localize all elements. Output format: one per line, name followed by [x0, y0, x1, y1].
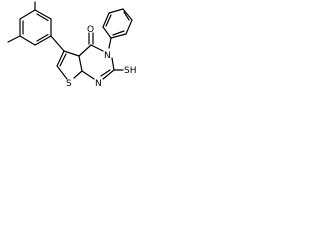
bond [111, 57, 115, 71]
bond [78, 44, 92, 57]
structure-canvas: O N N S SH [7, 1, 136, 89]
bond [108, 8, 124, 14]
nitrogen-label-3: N [104, 51, 111, 61]
bond [36, 33, 49, 42]
molecule-diagram: O N N S SH [0, 0, 167, 108]
bond [81, 70, 95, 80]
bond [122, 8, 133, 21]
bond [123, 11, 130, 21]
bond [7, 35, 21, 43]
bond [34, 9, 52, 20]
bond [63, 50, 80, 57]
bond [34, 35, 52, 46]
thiophene-sulfur-label: S [66, 79, 72, 89]
bond [78, 55, 83, 72]
bond [90, 44, 104, 52]
bond [102, 12, 110, 28]
bond [125, 19, 133, 35]
bond [112, 30, 125, 36]
bonds [7, 1, 133, 80]
thiol-label: SH [124, 66, 136, 76]
bond [102, 26, 112, 39]
bond [102, 69, 115, 80]
bond [19, 9, 36, 20]
bond [36, 13, 49, 22]
bond [100, 69, 111, 77]
bond [105, 14, 112, 27]
bond [56, 65, 68, 80]
atom-labels: O N N S SH [66, 25, 136, 89]
bond [56, 50, 65, 67]
bond [50, 35, 65, 52]
oxygen-label: O [87, 25, 94, 35]
bond [110, 33, 127, 39]
bond [108, 37, 112, 49]
bond [59, 53, 67, 67]
nitrogen-label-1: N [95, 79, 102, 89]
bond [19, 35, 36, 46]
bond [73, 70, 83, 79]
